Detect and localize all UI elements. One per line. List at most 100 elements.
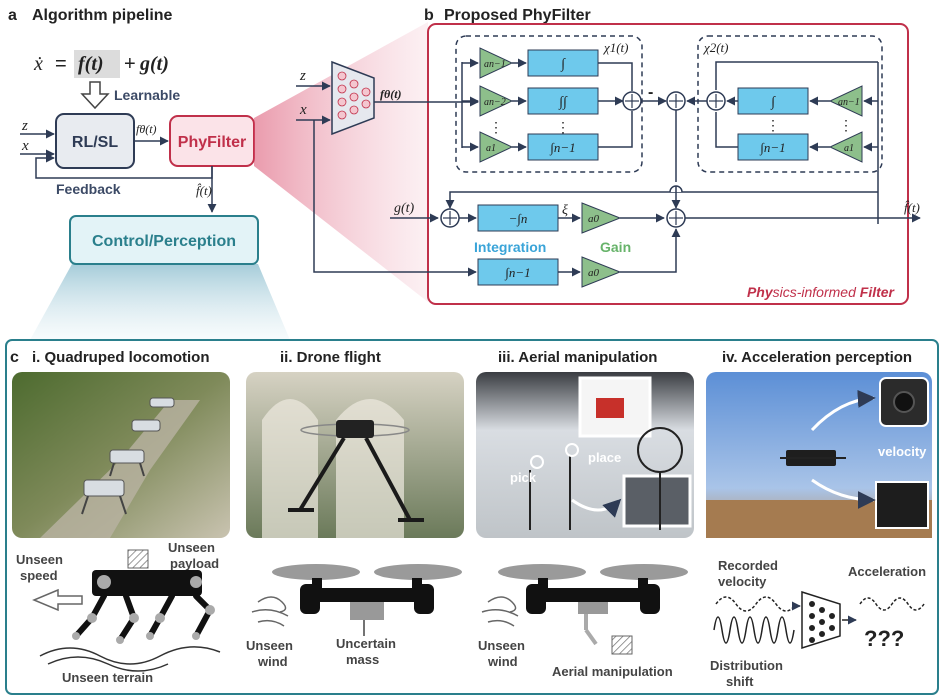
- task-4-title: iv. Acceleration perception: [722, 349, 912, 366]
- dots-gain-1: ⋮: [489, 119, 503, 135]
- integrator-n1-label: ∫n−1: [549, 140, 575, 156]
- panel-a-title: Algorithm pipeline: [32, 7, 173, 24]
- gain-an1-label: an−1: [484, 59, 506, 70]
- wind-icon: [251, 596, 289, 627]
- payload-box: [127, 549, 149, 569]
- manipulation-target: [611, 635, 633, 655]
- gain-an2-label: an−2: [484, 97, 506, 108]
- zoom-fan: [254, 22, 428, 302]
- panel-b: b Proposed PhyFilter z x fθ(t) χ1(t) an−…: [296, 7, 921, 305]
- panel-a: a Algorithm pipeline ẋ = f(t) + g(t) Lea…: [8, 7, 290, 340]
- equation-equals: =: [55, 53, 67, 75]
- integrator-neg-n-box: [477, 204, 559, 232]
- learnable-label: Learnable: [114, 87, 180, 103]
- panel-c: c i. Quadruped locomotion ii. Drone flig…: [5, 339, 939, 695]
- control-perception-box: [69, 215, 259, 265]
- unseen-payload-1: Unseen: [168, 540, 215, 555]
- unseen-speed-1: Unseen: [16, 552, 63, 567]
- f-hat-label: f̂(t): [196, 183, 212, 198]
- gain-label: Gain: [600, 239, 631, 255]
- control-spotlight: [30, 264, 290, 340]
- task-1-title: i. Quadruped locomotion: [32, 349, 210, 366]
- chi2-label: χ2(t): [702, 40, 729, 55]
- integrator-chi2-n1-box: [737, 133, 809, 161]
- integrator-2-label: ∫∫: [558, 95, 568, 110]
- mass-block: [350, 602, 384, 620]
- pick-label: pick: [510, 470, 537, 485]
- input-x: x: [21, 138, 29, 154]
- unseen-wind-3-a: Unseen: [478, 638, 525, 653]
- shift-label: shift: [726, 674, 754, 689]
- phyfilter-label: PhyFilter: [178, 134, 246, 151]
- integrator-n1-box: [527, 133, 599, 161]
- gain-a0-triangle: [581, 202, 622, 234]
- equation-f-highlight: [74, 50, 120, 78]
- gain-a0-label: a0: [588, 213, 600, 225]
- sketch-drone: Unseen wind Uncertain mass: [246, 564, 462, 669]
- sketch-manipulation: Unseen wind Aerial manipulation: [478, 564, 688, 679]
- uncertain-mass-1: Uncertain: [336, 636, 396, 651]
- integrator-x-label: ∫n−1: [504, 265, 530, 281]
- drone-frame-3: [526, 588, 660, 602]
- dots-int-2: ⋮: [766, 117, 780, 133]
- sketch-quadruped: Unseen speed Unseen payload Unseen terra…: [16, 540, 221, 685]
- rotor-right: [374, 564, 462, 580]
- rotor-left: [272, 564, 360, 580]
- task-2-title: ii. Drone flight: [280, 349, 381, 366]
- input-z: z: [21, 118, 28, 134]
- photo-drone: [246, 372, 464, 538]
- gain-an2-triangle: [479, 85, 514, 117]
- feedback-label: Feedback: [56, 181, 121, 197]
- drone-frame: [300, 588, 434, 602]
- rotor-left-3: [498, 564, 586, 580]
- acceleration-wave: [859, 597, 925, 611]
- gain-a1-label: a1: [486, 143, 496, 154]
- robot-body: [92, 570, 202, 596]
- nn-nodes: [337, 71, 371, 120]
- nn-input-x: x: [299, 102, 307, 118]
- task-3-title: iii. Aerial manipulation: [498, 349, 657, 366]
- panel-c-frame: [5, 339, 939, 695]
- nn-input-z: z: [299, 68, 306, 84]
- unseen-wind-3-b: wind: [487, 654, 518, 669]
- xi-label: ξ: [562, 203, 568, 218]
- chi1-label: χ1(t): [602, 40, 629, 55]
- recorded-velocity-label: velocity: [718, 574, 767, 589]
- integrator-1-box: [527, 49, 599, 77]
- equation-lhs: ẋ: [33, 53, 43, 75]
- integrator-chi2-n1-label: ∫n−1: [759, 140, 785, 156]
- gain-an1-triangle: [479, 47, 514, 79]
- integrator-chi2-1-label: ∫: [770, 95, 776, 110]
- unseen-payload-2: payload: [170, 556, 219, 571]
- integrator-1-label: ∫: [560, 57, 566, 72]
- dots-int-1: ⋮: [556, 119, 570, 135]
- panel-b-letter: b: [424, 7, 434, 24]
- rl-sl-label: RL/SL: [72, 134, 118, 151]
- aerial-manipulation-label: Aerial manipulation: [552, 664, 673, 679]
- output-f-hat: f̂(t): [904, 200, 920, 215]
- panel-c-letter: c: [10, 349, 19, 366]
- sketch-acceleration: Recorded velocity Acceleration ??? Distr…: [710, 558, 926, 689]
- integration-label: Integration: [474, 239, 546, 255]
- panel-b-title: Proposed PhyFilter: [444, 7, 591, 24]
- control-perception-label: Control/Perception: [92, 233, 236, 250]
- uncertain-mass-2: mass: [346, 652, 379, 667]
- gain-a0-x-triangle: [581, 256, 622, 288]
- photo-quadruped: [12, 372, 230, 538]
- recorded-label: Recorded: [718, 558, 778, 573]
- wind-icon-3: [481, 596, 519, 627]
- filter-footer: Physics-informed Filter: [747, 284, 896, 300]
- chi1-group: [455, 35, 643, 173]
- distribution-label: Distribution: [710, 658, 783, 673]
- equation-f: f(t): [78, 53, 104, 75]
- speed-arrow-icon: [32, 588, 83, 612]
- filter-feedback-line: [445, 191, 878, 209]
- photo-acceleration: velocity: [706, 372, 932, 538]
- gain-chi2-a1-triangle: [828, 131, 863, 163]
- unseen-terrain: Unseen terrain: [62, 670, 153, 685]
- unseen-wind-1-a: Unseen: [246, 638, 293, 653]
- gain-chi2-a1-label: a1: [844, 143, 854, 154]
- g-t-label: g(t): [394, 201, 415, 216]
- gain-a1-triangle: [479, 131, 514, 163]
